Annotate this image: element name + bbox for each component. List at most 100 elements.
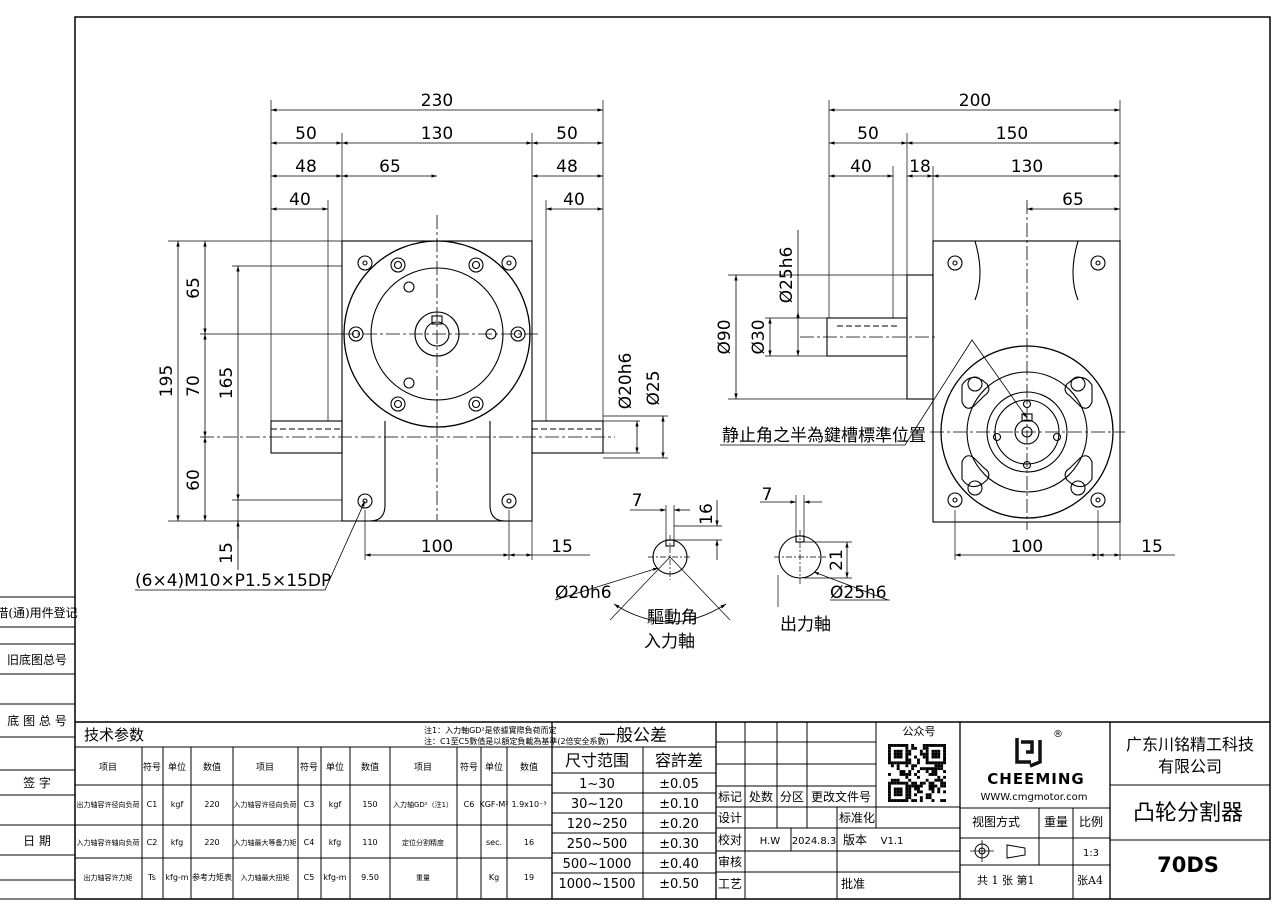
tolerance-range-cell: 30~120 <box>571 797 623 812</box>
side-view <box>720 100 1175 560</box>
dim-d30: Ø30 <box>749 319 769 354</box>
output-dia: Ø25h6 <box>830 583 887 603</box>
tech-table-text: 技术参数 注1：入力軸GD²是依據實際負荷而定 注：C1至C5數值是以額定負載為… <box>77 725 609 882</box>
tech-header-cell: 单位 <box>485 761 503 773</box>
tolerance-title: 一般公差 <box>599 726 667 746</box>
tech-table <box>75 721 1270 899</box>
rev-process: 工艺 <box>718 877 742 891</box>
weight-label: 重量 <box>1044 815 1068 829</box>
tolerance-table <box>552 722 717 899</box>
rev-checker: H.W <box>760 836 781 847</box>
tech-cell: C1 <box>147 800 158 809</box>
thread-note: (6×4)M10×P1.5×15DP <box>135 571 331 591</box>
side-view-dims: 200 50 150 40 18 130 65 100 15 Ø25h6 Ø90… <box>715 91 1163 557</box>
tech-cell: Kg <box>489 873 499 882</box>
tech-cell: sec. <box>486 838 502 847</box>
tolerance-header-allow: 容許差 <box>655 751 703 770</box>
tolerance-allow-cell: ±0.30 <box>659 837 699 852</box>
sheet-count: 共 1 张 第1 <box>977 873 1035 887</box>
dim-70: 70 <box>184 375 204 397</box>
revision-block <box>716 722 961 899</box>
tech-cell: kgf <box>171 800 184 809</box>
key-position-note: 静止角之半為鍵槽標準位置 <box>722 426 926 446</box>
rev-version-label: 版本 <box>843 833 867 847</box>
rev-approve: 批准 <box>841 876 865 891</box>
tech-header-cell: 数值 <box>361 761 379 773</box>
tolerance-range-cell: 1~30 <box>579 777 615 792</box>
rev-design: 设计 <box>718 811 742 825</box>
tolerance-table-text: 一般公差 尺寸范围 容許差 1~30±0.0530~120±0.10120~25… <box>558 726 703 892</box>
input-key-width: 7 <box>632 491 643 511</box>
shaft-details-text: 7 16 Ø20h6 驅動角 入力軸 7 21 Ø25h6 出力軸 <box>555 485 887 652</box>
brand-url: WWW.cmgmotor.com <box>981 792 1088 803</box>
tech-cell: 150 <box>362 800 377 809</box>
side-label-old-drawing: 旧底图总号 <box>7 652 67 667</box>
brand-block <box>960 722 1270 899</box>
dim-150: 150 <box>996 124 1028 144</box>
dim-230: 230 <box>421 91 453 111</box>
tech-cell: C2 <box>147 838 158 847</box>
dim-48-left: 48 <box>295 157 317 177</box>
qr-code <box>888 744 946 802</box>
front-view-dims: 230 50 130 50 48 65 48 40 40 100 15 195 … <box>135 91 664 591</box>
tech-cell: 110 <box>362 838 377 847</box>
tech-note-2: 注：C1至C5數值是以額定負載為基準(2倍安全系數) <box>424 736 609 746</box>
tolerance-allow-cell: ±0.50 <box>659 877 699 892</box>
tech-cell: 参考力矩表 <box>192 872 232 882</box>
tech-cell: 入力轴容许径向负荷 <box>234 800 297 809</box>
tech-header-cell: 项目 <box>256 762 274 773</box>
tech-cell: 定位分割精度 <box>402 838 444 847</box>
tech-cell: kfg <box>329 838 342 847</box>
side-label-signature: 签 字 <box>23 775 51 790</box>
tolerance-range-cell: 1000~1500 <box>558 877 635 892</box>
tech-note-1: 注1：入力軸GD²是依據實際負荷而定 <box>424 725 557 735</box>
side-label-borrow: 借(通)用件登记 <box>0 605 78 620</box>
tolerance-range-cell: 120~250 <box>567 817 628 832</box>
rev-check: 校对 <box>718 832 742 847</box>
qr-label: 公众号 <box>903 725 936 738</box>
tech-header-cell: 单位 <box>168 761 186 773</box>
tech-cell: 出力轴容许力矩 <box>84 873 133 882</box>
dim-40-side: 40 <box>850 157 872 177</box>
tech-cell: 出力轴容许径向负荷 <box>77 800 140 809</box>
output-axis-label: 出力軸 <box>780 615 831 635</box>
tolerance-range-cell: 500~1000 <box>563 857 632 872</box>
dim-130: 130 <box>421 124 453 144</box>
tech-cell: 入力轴GD²（注1） <box>393 800 453 809</box>
dim-130-side: 130 <box>1011 157 1043 177</box>
tolerance-allow-cell: ±0.20 <box>659 817 699 832</box>
front-view <box>135 100 668 591</box>
tech-cell: 入力轴最大扭矩 <box>241 873 290 882</box>
dim-200: 200 <box>959 91 991 111</box>
sheet-size: 张A4 <box>1077 874 1103 887</box>
dim-15-side: 15 <box>1141 537 1163 557</box>
tech-cell: C6 <box>464 800 475 809</box>
tech-header-cell: 符号 <box>300 761 318 773</box>
tech-cell: C4 <box>304 838 315 847</box>
dim-50-right: 50 <box>556 124 578 144</box>
dim-15: 15 <box>551 537 573 557</box>
tech-cell: 220 <box>204 838 219 847</box>
rev-standard: 标准化 <box>839 811 875 825</box>
shaft-details <box>554 495 890 623</box>
tech-cell: 220 <box>204 800 219 809</box>
tech-cell: 重量 <box>416 874 430 882</box>
dim-195: 195 <box>157 365 177 397</box>
company-name-line2: 有限公司 <box>1158 757 1222 776</box>
dim-48-right: 48 <box>556 157 578 177</box>
dim-50-left: 50 <box>295 124 317 144</box>
left-side-labels <box>0 596 75 900</box>
tolerance-allow-cell: ±0.40 <box>659 857 699 872</box>
dim-d25h6: Ø25h6 <box>777 247 797 304</box>
input-dia: Ø20h6 <box>555 583 612 603</box>
tech-title: 技术参数 <box>84 726 144 744</box>
rev-review: 审核 <box>718 854 742 869</box>
dim-60: 60 <box>184 469 204 491</box>
input-axis-label: 入力軸 <box>644 632 695 652</box>
dim-18: 18 <box>909 157 931 177</box>
tech-cell: kfg <box>171 838 184 847</box>
dim-165: 165 <box>217 367 237 399</box>
tech-cell: Ts <box>147 873 156 882</box>
dim-65-v: 65 <box>184 277 204 299</box>
